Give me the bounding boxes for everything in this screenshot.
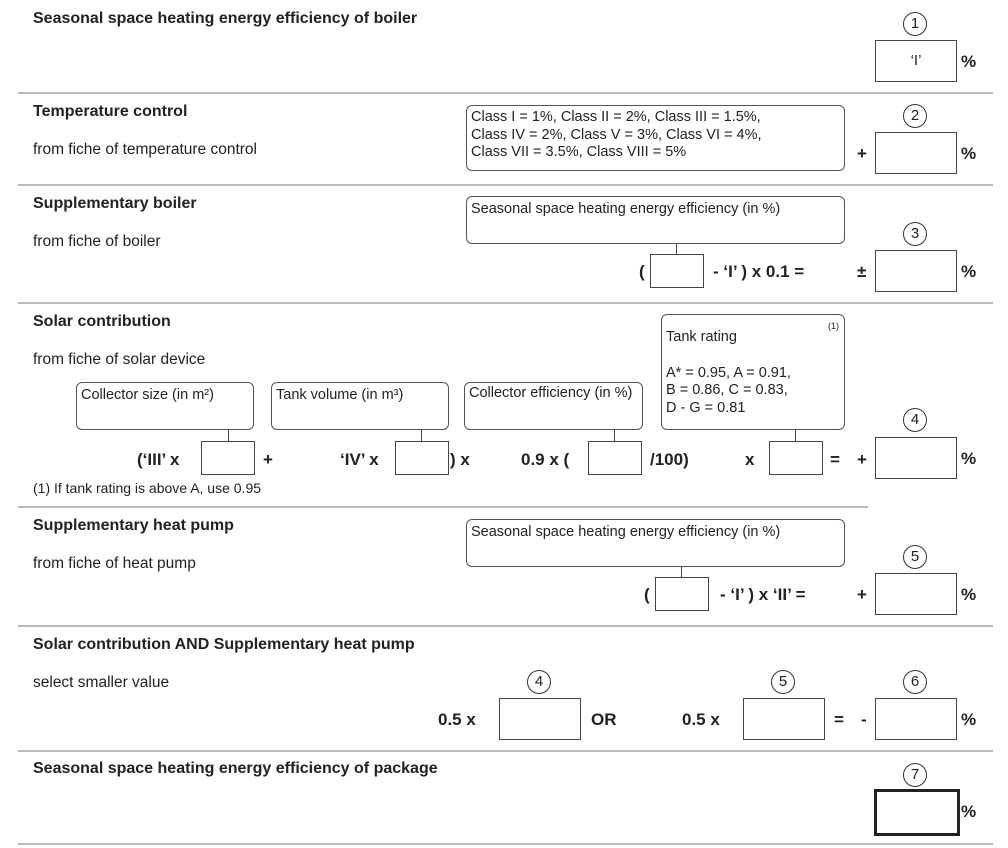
half-multiplier-1: 0.5 x [438,710,476,729]
connector-line [676,244,677,254]
connector-line [795,430,796,441]
or-label: OR [591,710,617,729]
collector-size-field[interactable] [201,441,255,475]
heat-pump-efficiency-info: Seasonal space heating energy efficiency… [466,519,845,567]
tank-rating-line: B = 0.86, C = 0.83, [666,382,788,398]
plus-sign: + [263,450,273,469]
supplementary-boiler-subtitle: from fiche of boiler [33,233,161,250]
percent-label: % [961,802,977,821]
temperature-control-field[interactable] [875,132,957,174]
boiler-efficiency-title: Seasonal space heating energy efficiency… [33,10,418,27]
plus-sign: + [857,450,867,469]
divider [18,302,993,304]
collector-efficiency-field[interactable] [588,441,642,475]
solar-contribution-title: Solar contribution [33,313,171,330]
supplementary-heat-pump-subtitle: from fiche of heat pump [33,555,196,572]
step-number-5-ref: 5 [771,670,795,694]
half-multiplier-2: 0.5 x [682,710,720,729]
divider [18,184,993,186]
supplementary-boiler-title: Supplementary boiler [33,195,197,212]
connector-line [614,430,615,441]
info-line: Class I = 1%, Class II = 2%, Class III =… [471,109,761,125]
heat-pump-formula-text: - ‘I’ ) x ‘II’ = [720,585,806,604]
plus-sign: + [857,144,867,163]
percent-label: % [961,449,977,468]
percent-label: % [961,262,977,281]
divider [18,625,993,627]
temperature-class-info: Class I = 1%, Class II = 2%, Class III =… [466,105,845,171]
plus-minus-sign: ± [857,262,867,281]
step-number-4: 4 [903,408,927,432]
step-number-3: 3 [903,222,927,246]
boiler-formula-text: - ‘I’ ) x 0.1 = [713,262,805,281]
smaller-value-result-field[interactable] [875,698,957,740]
info-line: Class IV = 2%, Class V = 3%, Class VI = … [471,126,762,143]
supplementary-boiler-efficiency-field[interactable] [650,254,704,288]
connector-line [228,430,229,441]
solar-formula-term-1: (‘III’ x [137,450,180,469]
step-number-5: 5 [903,545,927,569]
multiply-sign: x [745,450,755,469]
tank-volume-info: Tank volume (in m³) [271,382,449,430]
solar-formula-term-2: ‘IV’ x [340,450,379,469]
step-number-4-ref: 4 [527,670,551,694]
minus-sign: - [861,710,867,729]
tank-rating-label: Tank rating [666,329,737,345]
plus-sign: + [857,585,867,604]
solar-and-heat-pump-subtitle: select smaller value [33,674,170,691]
divider [18,506,868,508]
divider [18,750,993,752]
step-number-1: 1 [903,12,927,36]
step-number-6: 6 [903,670,927,694]
collector-efficiency-info: Collector efficiency (in %) [464,382,643,430]
boiler-efficiency-field[interactable]: ‘I’ [875,40,957,82]
percent-label: % [961,710,977,729]
divider [18,843,993,845]
temperature-control-subtitle: from fiche of temperature control [33,141,257,158]
tank-rating-line: A* = 0.95, A = 0.91, [666,364,791,381]
tank-rating-footnote-marker: (1) [828,321,839,331]
equals-sign: = [830,450,840,469]
connector-line [681,567,682,577]
package-efficiency-field[interactable] [874,789,960,836]
supplementary-boiler-result-field[interactable] [875,250,957,292]
solar-and-heat-pump-title: Solar contribution AND Supplementary hea… [33,636,415,653]
info-line: Class VII = 3.5%, Class VIII = 5% [471,144,687,160]
tank-rating-field[interactable] [769,441,823,475]
solar-formula-term-5: /100) [650,450,689,469]
collector-size-info: Collector size (in m²) [76,382,254,430]
heat-pump-value-field[interactable] [743,698,825,740]
boiler-efficiency-info: Seasonal space heating energy efficiency… [466,196,845,244]
solar-formula-term-3: ) x [450,450,470,469]
connector-line [421,430,422,441]
equals-sign: = [834,710,844,729]
tank-rating-line: D - G = 0.81 [666,399,746,416]
heat-pump-result-field[interactable] [875,573,957,615]
tank-volume-field[interactable] [395,441,449,475]
solar-value-field[interactable] [499,698,581,740]
solar-contribution-subtitle: from fiche of solar device [33,351,206,368]
percent-label: % [961,144,977,163]
percent-label: % [961,585,977,604]
step-number-2: 2 [903,104,927,128]
footnote: (1) If tank rating is above A, use 0.95 [33,480,262,496]
tank-rating-info: Tank rating A* = 0.95, A = 0.91, B = 0.8… [661,314,845,430]
solar-formula-term-4: 0.9 x ( [521,450,570,469]
percent-label: % [961,52,977,71]
temperature-control-title: Temperature control [33,103,188,120]
open-paren: ( [639,262,645,281]
open-paren: ( [644,585,650,604]
step-number-7: 7 [903,763,927,787]
solar-contribution-result-field[interactable] [875,437,957,479]
supplementary-heat-pump-title: Supplementary heat pump [33,517,234,534]
divider [18,92,993,94]
package-efficiency-title: Seasonal space heating energy efficiency… [33,760,438,777]
heat-pump-efficiency-field[interactable] [655,577,709,611]
